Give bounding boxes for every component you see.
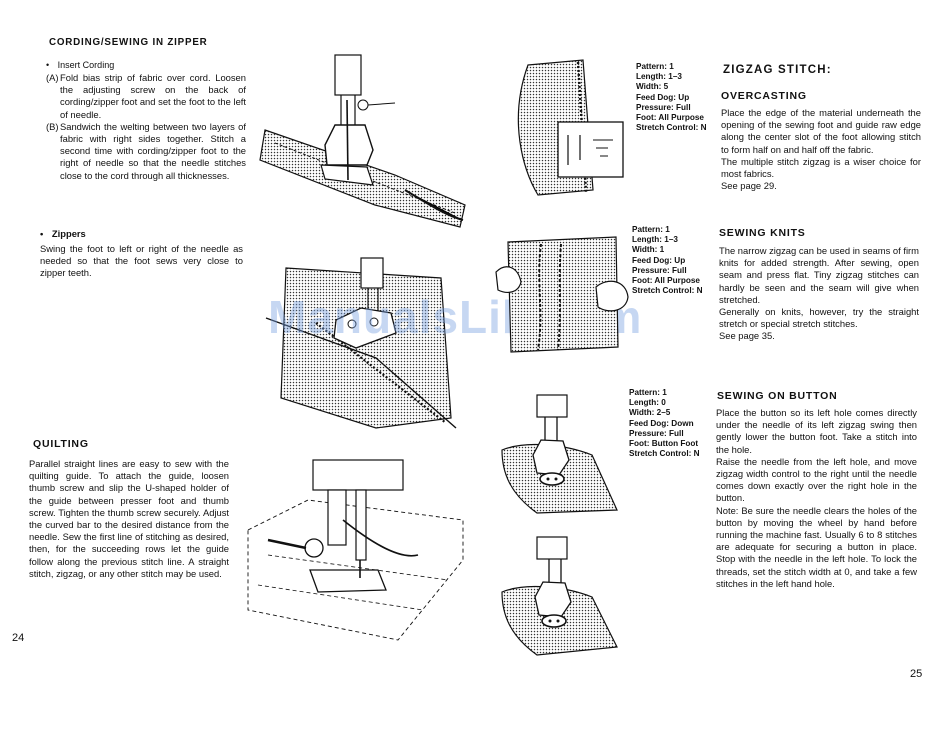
bullet-icon: • <box>46 60 50 70</box>
setting-pattern: Pattern: 1 <box>636 62 674 71</box>
button-text-1: Place the button so its left hole comes … <box>716 407 917 455</box>
button-body: Place the button so its left hole comes … <box>716 407 917 590</box>
button-illustration-top <box>501 394 618 514</box>
setting-length: Length: 1–3 <box>632 235 678 245</box>
setting-width: Width: 2–5 <box>629 408 671 418</box>
bullet-icon: • <box>40 228 44 239</box>
setting-width: Width: 1 <box>632 245 665 255</box>
overcasting-text-2: The multiple stitch zigzag is a wiser ch… <box>721 155 921 180</box>
cording-section: • Insert Cording (A) Fold bias strip of … <box>46 60 246 182</box>
cording-title: CORDING/SEWING IN ZIPPER <box>49 37 208 48</box>
overcasting-text-3: See page 29. <box>721 180 777 192</box>
setting-pressure: Pressure: Full <box>632 265 687 275</box>
cording-step-b: (B) Sandwich the welting between two lay… <box>46 121 246 182</box>
zigzag-main-title: ZIGZAG STITCH: <box>723 64 832 76</box>
knits-settings: Pattern: 1 Length: 1–3 Width: 1 Feed Dog… <box>632 225 703 296</box>
knits-body: The narrow zigzag can be used in seams o… <box>719 245 919 343</box>
setting-feed-dog: Feed Dog: Down <box>629 418 694 428</box>
setting-pattern: Pattern: 1 <box>632 225 670 234</box>
knits-illustration <box>495 236 629 353</box>
setting-foot: Foot: Button Foot <box>629 439 699 449</box>
left-page-number: 24 <box>12 632 25 644</box>
setting-stretch: Stretch Control: N <box>636 123 707 133</box>
setting-length: Length: 0 <box>629 398 666 408</box>
overcasting-illustration <box>517 59 624 196</box>
setting-stretch: Stretch Control: N <box>632 286 703 296</box>
button-settings: Pattern: 1 Length: 0 Width: 2–5 Feed Dog… <box>629 388 700 459</box>
knits-text-2: Generally on knits, however, try the str… <box>719 306 919 330</box>
step-b-label: (B) <box>46 120 59 132</box>
overcasting-text-1: Place the edge of the material underneat… <box>721 107 921 155</box>
button-text-2: Raise the needle from the left hole, and… <box>716 455 917 504</box>
setting-pressure: Pressure: Full <box>629 428 684 438</box>
setting-pattern: Pattern: 1 <box>629 388 667 397</box>
setting-width: Width: 5 <box>636 82 669 92</box>
insert-cording-label: Insert Cording <box>57 60 115 70</box>
zipper-illustration <box>265 257 457 429</box>
right-page-number: 25 <box>910 668 923 680</box>
overcasting-title: OVERCASTING <box>721 90 807 102</box>
step-a-label: (A) <box>46 72 59 83</box>
quilting-title: QUILTING <box>33 438 89 450</box>
setting-feed-dog: Feed Dog: Up <box>632 255 686 265</box>
step-b-text: Sandwich the welting between two layers … <box>60 120 246 181</box>
button-illustration-bottom <box>501 536 618 656</box>
zippers-title: Zippers <box>51 228 86 239</box>
zippers-section: • Zippers Swing the foot to left or righ… <box>40 228 243 280</box>
button-title: SEWING ON BUTTON <box>717 390 838 402</box>
knits-title: SEWING KNITS <box>719 227 806 239</box>
cording-illustration <box>259 54 466 228</box>
knits-text-3: See page 35. <box>719 330 775 342</box>
button-text-3: Note: Be sure the needle clears the hole… <box>716 504 917 589</box>
setting-stretch: Stretch Control: N <box>629 449 700 459</box>
setting-feed-dog: Feed Dog: Up <box>636 92 690 102</box>
quilting-text: Parallel straight lines are easy to sew … <box>29 458 229 579</box>
setting-foot: Foot: All Purpose <box>632 276 700 286</box>
overcasting-body: Place the edge of the material underneat… <box>721 107 921 192</box>
step-a-text: Fold bias strip of fabric over cord. Loo… <box>60 72 246 120</box>
overcasting-settings: Pattern: 1 Length: 1–3 Width: 5 Feed Dog… <box>636 62 707 133</box>
quilting-illustration <box>247 459 464 641</box>
zippers-text: Swing the foot to left or right of the n… <box>40 243 243 279</box>
setting-length: Length: 1–3 <box>636 72 682 82</box>
setting-foot: Foot: All Purpose <box>636 113 704 123</box>
cording-step-a: (A) Fold bias strip of fabric over cord.… <box>46 72 246 121</box>
knits-text-1: The narrow zigzag can be used in seams o… <box>719 245 919 305</box>
setting-pressure: Pressure: Full <box>636 102 691 112</box>
